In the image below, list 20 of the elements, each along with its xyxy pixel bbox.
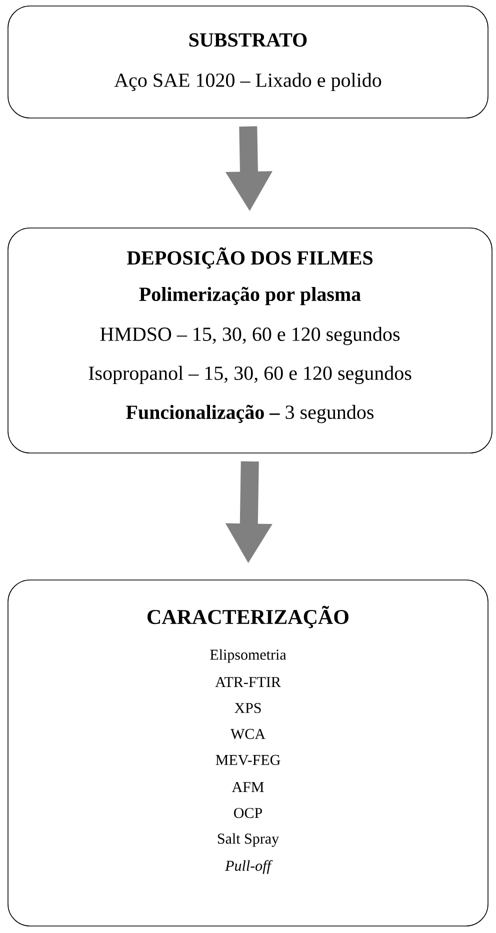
- box-text: Salt Spray: [218, 833, 279, 847]
- box-text: ATR-FTIR: [215, 677, 281, 687]
- process-box: [8, 228, 492, 454]
- box-text: Aço SAE 1020 – Lixado e polido: [114, 72, 382, 92]
- box-text: Polimerização por plasma: [139, 286, 361, 306]
- box-text: Elipsometria: [210, 649, 286, 663]
- box-text: WCA: [230, 728, 266, 740]
- box-text: AFM: [232, 782, 264, 792]
- box-text: Isopropanol – 15, 30, 60 e 120 segundos: [88, 366, 412, 384]
- box-text: Funcionalização – 3 segundos: [126, 404, 374, 424]
- box-text: Pull-off: [225, 860, 273, 874]
- box-text: MEV-FEG: [216, 754, 280, 766]
- process-box: [8, 580, 488, 926]
- box-text: OCP: [234, 808, 262, 818]
- box-heading: DEPOSIÇÃO DOS FILMES: [127, 247, 372, 269]
- box-text: HMDSO – 15, 30, 60 e 120 segundos: [100, 326, 400, 346]
- process-box: [8, 6, 488, 118]
- box-text: XPS: [234, 702, 261, 714]
- box-heading: CARACTERIZAÇÃO: [148, 606, 348, 628]
- box-heading: SUBSTRATO: [189, 33, 307, 47]
